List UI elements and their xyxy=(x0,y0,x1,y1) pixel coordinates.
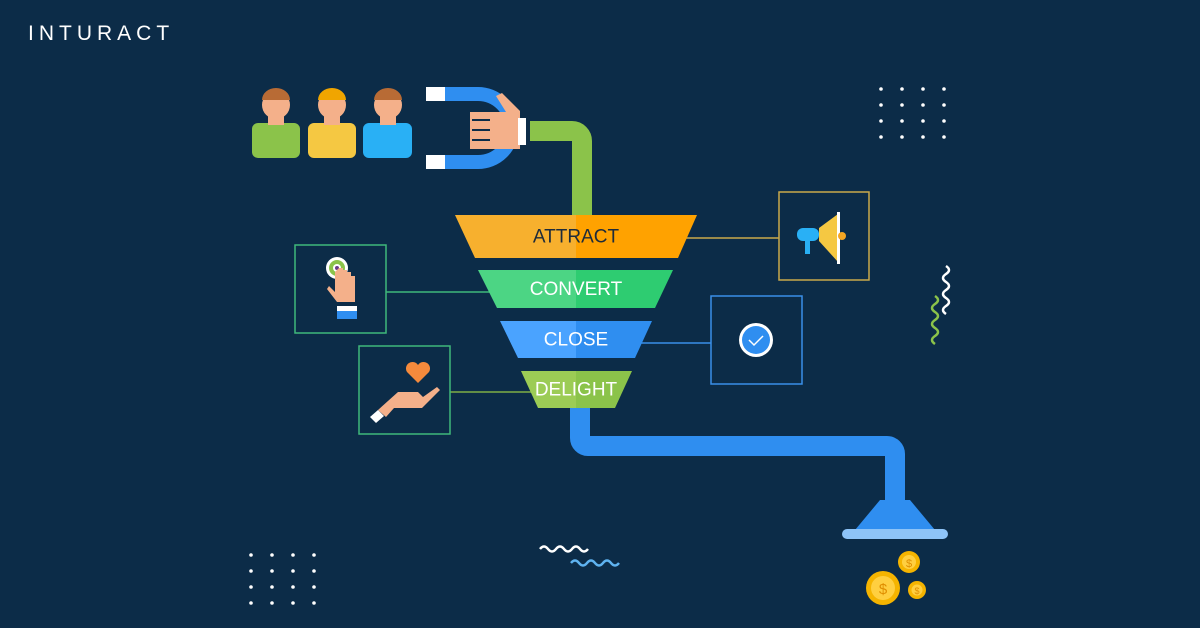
hand-icon xyxy=(470,93,526,149)
funnel-stage-label: CONVERT xyxy=(530,279,623,300)
hand-tap-box xyxy=(294,244,387,334)
dot xyxy=(270,585,274,589)
dot xyxy=(312,553,316,557)
dot xyxy=(270,553,274,557)
dot xyxy=(879,103,883,107)
dot xyxy=(249,585,253,589)
dot xyxy=(291,569,295,573)
funnel-stage-attract: ATTRACT xyxy=(455,215,697,258)
funnel-stage-delight: DELIGHT xyxy=(521,371,632,408)
dot xyxy=(291,585,295,589)
dot xyxy=(900,119,904,123)
dot xyxy=(942,87,946,91)
blue-pipe xyxy=(570,405,905,505)
dot xyxy=(900,103,904,107)
dot xyxy=(879,135,883,139)
dot xyxy=(249,569,253,573)
green-pipe xyxy=(530,121,592,216)
funnel-stage-label: CLOSE xyxy=(544,330,608,351)
dot xyxy=(921,135,925,139)
dot xyxy=(921,119,925,123)
dot xyxy=(879,87,883,91)
dot xyxy=(291,553,295,557)
dot xyxy=(312,585,316,589)
svg-text:$: $ xyxy=(914,586,919,596)
hand-tap-target-icon xyxy=(326,257,357,319)
svg-text:$: $ xyxy=(906,558,912,570)
dot-grid-decoration xyxy=(249,553,316,605)
funnel-stage-close: CLOSE xyxy=(500,321,652,358)
funnel-stage-label: DELIGHT xyxy=(535,380,618,401)
dot xyxy=(249,553,253,557)
person-green-icon xyxy=(252,88,300,158)
dot xyxy=(900,87,904,91)
pipe-nozzle xyxy=(855,500,935,530)
coins-icon: $ $ $ xyxy=(866,551,926,605)
funnel-stage-convert: CONVERT xyxy=(478,270,673,308)
check-box xyxy=(710,295,803,385)
pipe-nozzle-rim xyxy=(842,529,948,539)
dot xyxy=(942,135,946,139)
squiggle-decoration xyxy=(539,545,589,553)
dot xyxy=(942,119,946,123)
person-yellow-icon xyxy=(308,88,356,158)
megaphone-icon xyxy=(797,212,846,264)
dot xyxy=(249,601,253,605)
dot xyxy=(312,569,316,573)
squiggle-decoration xyxy=(941,264,951,316)
dot xyxy=(879,119,883,123)
megaphone-box xyxy=(778,191,870,281)
people-group-icon xyxy=(252,88,412,158)
svg-text:$: $ xyxy=(879,581,888,598)
squiggle-decoration xyxy=(570,559,620,567)
dot xyxy=(312,601,316,605)
dot-grid-decoration xyxy=(879,87,946,139)
heart-hand-icon xyxy=(370,361,440,423)
dot xyxy=(900,135,904,139)
brand-logo: INTURACT xyxy=(28,22,175,45)
funnel-stage-label: ATTRACT xyxy=(533,227,620,248)
dot xyxy=(921,87,925,91)
person-blue-icon xyxy=(363,88,412,158)
dot xyxy=(270,601,274,605)
dot xyxy=(921,103,925,107)
dot xyxy=(270,569,274,573)
dot xyxy=(291,601,295,605)
squiggle-decoration xyxy=(930,294,940,346)
check-circle-icon xyxy=(739,323,773,357)
dot xyxy=(942,103,946,107)
heart-hand-box xyxy=(358,345,451,435)
